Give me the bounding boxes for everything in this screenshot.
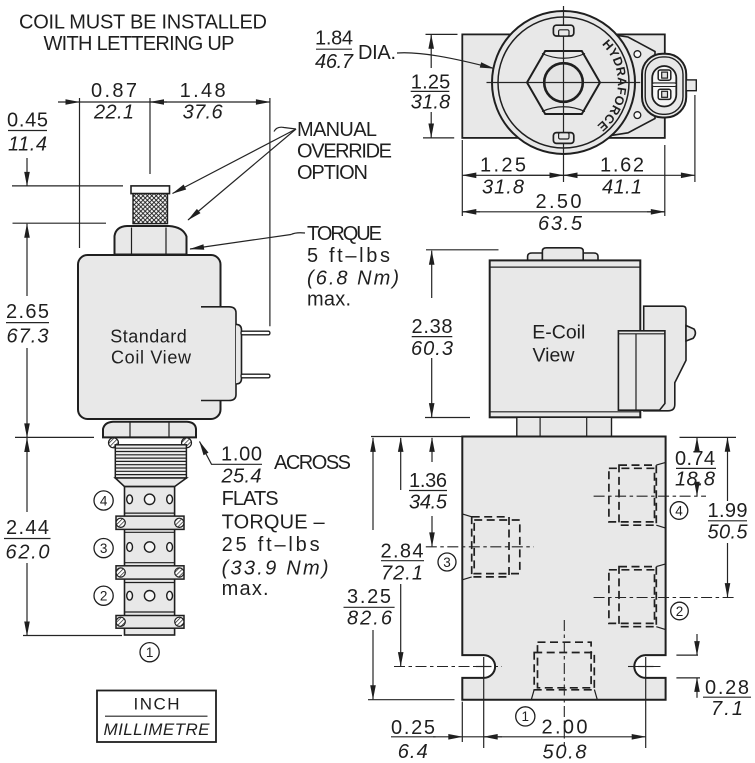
svg-text:4: 4 [675, 503, 683, 518]
svg-text:2.00: 2.00 [542, 717, 588, 739]
svg-text:37.6: 37.6 [183, 102, 224, 124]
svg-text:Standard: Standard [110, 327, 187, 347]
svg-text:Coil View: Coil View [111, 348, 192, 368]
svg-text:(6.8 Nm): (6.8 Nm) [307, 268, 399, 290]
svg-text:46.7: 46.7 [315, 51, 354, 73]
svg-text:0.25: 0.25 [391, 717, 435, 739]
svg-text:41.1: 41.1 [602, 177, 642, 199]
svg-text:50.5: 50.5 [708, 522, 749, 544]
svg-text:25 ft–lbs: 25 ft–lbs [222, 534, 320, 556]
svg-text:1.62: 1.62 [600, 155, 644, 177]
svg-text:1: 1 [146, 645, 154, 660]
svg-text:18.8: 18.8 [675, 469, 715, 491]
svg-text:2: 2 [100, 589, 108, 604]
svg-text:max.: max. [222, 578, 269, 600]
svg-text:63.5: 63.5 [538, 213, 583, 235]
svg-text:max.: max. [307, 289, 351, 311]
svg-text:22.1: 22.1 [93, 102, 134, 124]
svg-text:MANUAL: MANUAL [297, 119, 377, 141]
svg-text:(33.9 Nm): (33.9 Nm) [222, 558, 329, 580]
svg-text:E-Coil: E-Coil [532, 322, 585, 344]
svg-text:TORQUE –: TORQUE – [222, 512, 326, 534]
svg-text:3.25: 3.25 [347, 586, 391, 608]
svg-text:2.84: 2.84 [381, 541, 424, 563]
svg-text:4: 4 [100, 493, 108, 508]
svg-text:COIL MUST BE INSTALLED: COIL MUST BE INSTALLED [19, 12, 267, 34]
svg-text:62.0: 62.0 [6, 542, 50, 564]
svg-text:50.8: 50.8 [543, 742, 587, 763]
svg-text:1.25: 1.25 [411, 72, 451, 94]
svg-text:3: 3 [100, 541, 108, 556]
svg-text:0.28: 0.28 [705, 677, 749, 699]
svg-text:2: 2 [676, 604, 684, 619]
svg-text:3: 3 [443, 555, 451, 570]
svg-text:1.25: 1.25 [480, 155, 526, 177]
svg-text:1.84: 1.84 [315, 28, 353, 50]
svg-text:INCH: INCH [134, 695, 180, 714]
svg-text:MILLIMETRE: MILLIMETRE [104, 720, 211, 739]
svg-text:2.65: 2.65 [6, 301, 49, 323]
svg-text:25.4: 25.4 [221, 466, 262, 488]
svg-text:2.38: 2.38 [412, 316, 453, 338]
svg-text:6.4: 6.4 [398, 741, 428, 763]
svg-text:2.50: 2.50 [536, 191, 582, 213]
svg-text:72.1: 72.1 [381, 563, 423, 585]
svg-text:WITH LETTERING UP: WITH LETTERING UP [44, 33, 235, 55]
svg-text:82.6: 82.6 [347, 608, 393, 630]
svg-text:1.48: 1.48 [180, 80, 226, 102]
svg-text:11.4: 11.4 [8, 134, 47, 156]
svg-text:67.3: 67.3 [7, 326, 49, 348]
svg-text:7.1: 7.1 [711, 698, 743, 720]
svg-text:34.5: 34.5 [409, 492, 448, 514]
svg-text:0.87: 0.87 [91, 80, 137, 102]
svg-text:1: 1 [522, 709, 530, 724]
svg-text:OPTION: OPTION [297, 162, 368, 184]
svg-text:60.3: 60.3 [411, 338, 453, 360]
svg-text:FLATS: FLATS [222, 488, 279, 510]
svg-text:2.44: 2.44 [6, 517, 49, 539]
svg-text:31.8: 31.8 [411, 92, 451, 114]
svg-text:1.36: 1.36 [409, 470, 447, 492]
svg-text:31.8: 31.8 [482, 177, 524, 199]
svg-text:0.45: 0.45 [7, 110, 48, 132]
svg-text:1.00: 1.00 [221, 444, 262, 466]
svg-text:DIA.: DIA. [358, 42, 396, 64]
svg-text:ACROSS: ACROSS [274, 452, 351, 474]
svg-text:0.74: 0.74 [675, 448, 715, 470]
svg-text:View: View [533, 345, 576, 367]
svg-text:OVERRIDE: OVERRIDE [297, 141, 392, 163]
svg-text:TORQUE: TORQUE [307, 223, 382, 245]
svg-text:1.99: 1.99 [708, 500, 748, 522]
